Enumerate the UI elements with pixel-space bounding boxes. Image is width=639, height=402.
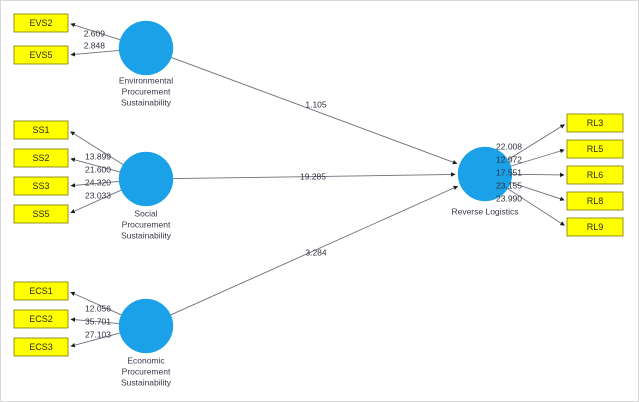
indicator-box-SS3[interactable]	[13, 176, 69, 196]
outer-loading-SS3: 24.320	[85, 177, 111, 187]
indicator-box-RL8[interactable]	[566, 191, 624, 211]
outer-loading-ECS3: 27.103	[85, 329, 111, 339]
measurement-path-EVS2	[70, 23, 121, 41]
outer-loading-SS5: 23.033	[85, 190, 111, 200]
indicator-label-ECS3: ECS3	[29, 342, 53, 352]
construct-circle-economic[interactable]	[118, 298, 174, 354]
indicator-label-SS3: SS3	[32, 181, 49, 191]
construct-label-social: Social	[134, 208, 157, 218]
outer-loading-ECS1: 12.056	[85, 303, 111, 313]
outer-loading-SS2: 21.600	[85, 164, 111, 174]
construct-label-environmental: Sustainability	[121, 97, 172, 107]
structural-edge-group	[170, 56, 459, 316]
outer-loading-SS1: 13.899	[85, 151, 111, 161]
measurement-path-SS3	[70, 180, 120, 188]
indicator-box-RL6[interactable]	[566, 165, 624, 185]
indicator-label-SS2: SS2	[32, 153, 49, 163]
indicator-box-EVS5[interactable]	[13, 45, 69, 65]
construct-label-environmental: Procurement	[122, 86, 171, 96]
construct-circle-social[interactable]	[118, 151, 174, 207]
measurement-path-ECS3	[70, 332, 121, 348]
indicator-label-ECS1: ECS1	[29, 286, 53, 296]
indicator-label-EVS2: EVS2	[29, 18, 52, 28]
indicator-label-SS1: SS1	[32, 125, 49, 135]
indicator-label-EVS5: EVS5	[29, 50, 52, 60]
measurement-path-RL3	[507, 124, 565, 161]
measurement-path-RL5	[510, 148, 565, 167]
path-coefficient-soc-to-rl: 19.285	[300, 171, 326, 181]
indicator-box-RL3[interactable]	[566, 113, 624, 133]
outer-loading-RL6: 17.551	[496, 167, 522, 177]
measurement-path-RL8	[510, 182, 565, 201]
outer-loading-RL3: 22.008	[496, 141, 522, 151]
indicator-box-ECS3[interactable]	[13, 337, 69, 357]
indicator-box-SS5[interactable]	[13, 204, 69, 224]
indicator-box-RL5[interactable]	[566, 139, 624, 159]
indicator-box-EVS2[interactable]	[13, 13, 69, 33]
measurement-path-ECS2	[70, 317, 120, 325]
construct-label-reverse_logistics: Reverse Logistics	[451, 206, 518, 216]
indicator-box-SS1[interactable]	[13, 120, 69, 140]
outer-loading-ECS2: 35.701	[85, 316, 111, 326]
indicator-label-SS5: SS5	[32, 209, 49, 219]
outer-loading-EVS5: 2.848	[84, 40, 106, 50]
path-coefficient-eco-to-rl: 3.284	[305, 247, 327, 257]
measurement-edge-group	[70, 23, 565, 348]
construct-node-group: EnvironmentalProcurementSustainabilitySo…	[118, 20, 519, 387]
indicator-label-RL3: RL3	[587, 118, 604, 128]
outer-loading-RL9: 23.990	[496, 193, 522, 203]
measurement-path-EVS5	[70, 49, 120, 57]
path-coefficient-env-to-rl: 1.105	[305, 99, 327, 109]
structural-path-env-to-rl	[171, 56, 458, 165]
indicator-label-RL8: RL8	[587, 196, 604, 206]
outer-loading-RL5: 12.972	[496, 154, 522, 164]
indicator-label-RL5: RL5	[587, 144, 604, 154]
construct-circle-reverse_logistics[interactable]	[457, 146, 513, 202]
measurement-path-SS1	[70, 131, 124, 166]
indicator-box-RL9[interactable]	[566, 217, 624, 237]
measurement-path-ECS1	[70, 291, 122, 316]
measurement-path-SS2	[70, 157, 121, 173]
structural-path-soc-to-rl	[172, 172, 456, 180]
value-label-group: 2.609 2.848 13.899 21.600 24.320 23.033 12.056…	[84, 28, 523, 339]
indicator-label-RL9: RL9	[587, 222, 604, 232]
outer-loading-EVS2: 2.609	[84, 28, 106, 38]
construct-label-environmental: Environmental	[119, 75, 173, 85]
measurement-path-RL6	[511, 172, 565, 178]
measurement-path-RL9	[507, 188, 565, 226]
indicator-box-SS2[interactable]	[13, 148, 69, 168]
indicator-label-ECS2: ECS2	[29, 314, 53, 324]
construct-circle-environmental[interactable]	[118, 20, 174, 76]
construct-label-economic: Sustainability	[121, 377, 172, 387]
structural-path-eco-to-rl	[170, 185, 459, 316]
measurement-path-SS5	[70, 189, 122, 214]
indicator-box-ECS2[interactable]	[13, 309, 69, 329]
outer-loading-RL8: 23.155	[496, 180, 522, 190]
indicator-label-RL6: RL6	[587, 170, 604, 180]
construct-label-economic: Procurement	[122, 366, 171, 376]
construct-label-economic: Economic	[127, 355, 165, 365]
construct-label-social: Sustainability	[121, 230, 172, 240]
indicator-box-ECS1[interactable]	[13, 281, 69, 301]
construct-label-social: Procurement	[122, 219, 171, 229]
